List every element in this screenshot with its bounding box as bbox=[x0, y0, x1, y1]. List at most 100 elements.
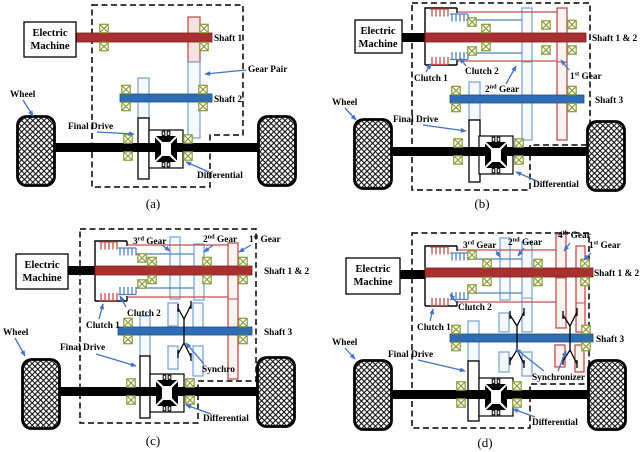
differential-label: Differential bbox=[533, 180, 579, 190]
gear2-arrow-icon bbox=[505, 65, 517, 85]
gear3-label: 3rd Gear bbox=[133, 236, 166, 248]
bearing-icon bbox=[198, 84, 208, 95]
final-drive-label: Final Drive bbox=[60, 343, 105, 353]
wheel-arrow-icon bbox=[22, 99, 34, 117]
shaft2-label: Shaft 2 bbox=[214, 95, 243, 105]
gear1-label: 1st Gear bbox=[249, 234, 281, 246]
bearing-icon bbox=[123, 334, 133, 345]
clutch1-label: Clutch 1 bbox=[417, 323, 451, 333]
clutch2-label: Clutch 2 bbox=[465, 67, 499, 77]
electric-machine-label: Electric bbox=[361, 26, 396, 37]
clutch2-arrow-icon bbox=[459, 57, 467, 67]
clutch2-plates-icon bbox=[117, 247, 137, 257]
motor-shaft bbox=[68, 266, 95, 275]
bearing-icon bbox=[183, 134, 193, 144]
axle-left bbox=[55, 143, 155, 152]
differential-label: Differential bbox=[197, 171, 243, 181]
third-gear bbox=[167, 236, 181, 370]
wheel-icon bbox=[21, 358, 61, 430]
synchronizer-fork-icon bbox=[509, 308, 525, 368]
gear1-arrow-icon bbox=[560, 59, 570, 71]
gear2-arrow-icon bbox=[517, 247, 525, 257]
panel-a: Electric Machine Shaft 1 Gear Pair Shaft… bbox=[10, 4, 297, 211]
bearing-icon bbox=[512, 398, 522, 408]
bearing-icon bbox=[199, 41, 209, 52]
bearing-icon bbox=[147, 256, 157, 267]
wheel-icon bbox=[16, 115, 56, 187]
gearbox-boundary bbox=[411, 232, 590, 429]
bearing-icon bbox=[199, 23, 209, 34]
bearing-icon bbox=[514, 155, 524, 165]
bearing-icon bbox=[123, 317, 133, 328]
electric-machine-box: Electric Machine bbox=[23, 21, 77, 58]
bearing-icon bbox=[481, 41, 491, 52]
bearing-icon bbox=[567, 102, 577, 113]
gear1-arrow-icon bbox=[238, 244, 252, 253]
bearing-icon bbox=[137, 253, 147, 263]
electric-machine-box: Electric Machine bbox=[354, 19, 403, 54]
electric-machine-label: Electric bbox=[25, 260, 60, 271]
final-drive-label: Final Drive bbox=[393, 115, 438, 125]
clutch1-plates-icon bbox=[429, 8, 449, 18]
gear2-label: 2nd Gear bbox=[508, 237, 542, 249]
axle-left bbox=[390, 390, 485, 399]
bearing-icon bbox=[451, 85, 461, 96]
panel-b: Electric Machine Shaft 1 & 2 Shaft 3 Clu… bbox=[332, 2, 638, 211]
gear1-label: 1st Gear bbox=[570, 71, 602, 83]
electric-machine-label: Electric bbox=[356, 264, 391, 275]
gear4-label: 4th Gear bbox=[558, 230, 591, 242]
bearing-icon bbox=[121, 84, 131, 95]
clutch1-plates-icon bbox=[429, 246, 449, 256]
final-drive-label: Final Drive bbox=[388, 350, 433, 360]
bearing-icon bbox=[123, 151, 133, 161]
caption-d: (d) bbox=[477, 435, 492, 450]
wheel-icon bbox=[353, 359, 393, 431]
axle-right bbox=[177, 143, 258, 152]
gear-pair-arrow-icon bbox=[204, 69, 247, 76]
wheel-label: Wheel bbox=[3, 328, 29, 338]
shaft-1-2 bbox=[424, 32, 587, 43]
bearing-icon bbox=[581, 341, 591, 352]
electric-machine-label: Machine bbox=[353, 277, 392, 288]
synchro-arrow-icon bbox=[185, 342, 205, 365]
clutch2-arrow-icon bbox=[119, 295, 127, 308]
electric-machine-label: Electric bbox=[33, 28, 68, 39]
shaft-3 bbox=[449, 333, 594, 343]
motor-shaft bbox=[400, 270, 425, 279]
wheel-icon bbox=[587, 359, 627, 431]
bearing-icon bbox=[202, 274, 212, 285]
bearing-icon bbox=[137, 279, 147, 289]
gearbox-boundary bbox=[411, 2, 591, 191]
wheel-icon bbox=[256, 356, 296, 428]
final-drive-label: Final Drive bbox=[68, 122, 113, 132]
bearing-icon bbox=[580, 276, 590, 287]
bearing-icon bbox=[126, 378, 136, 388]
gear2-arrow-icon bbox=[203, 244, 214, 253]
gearbox-boundary bbox=[79, 228, 257, 424]
wheel-label: Wheel bbox=[10, 90, 36, 100]
electric-machine-label: Machine bbox=[358, 39, 397, 50]
clutch-assembly bbox=[424, 7, 557, 66]
clutch2-plates-icon bbox=[449, 252, 469, 262]
bearing-icon bbox=[451, 341, 461, 352]
shaft1-label: Shaft 1 bbox=[214, 34, 243, 44]
bearing-icon bbox=[451, 324, 461, 335]
clutch-assembly bbox=[424, 245, 556, 307]
bearing-icon bbox=[567, 19, 577, 30]
final-drive-arrow-icon bbox=[417, 359, 466, 373]
shaft12-label: Shaft 1 & 2 bbox=[592, 34, 638, 44]
bearing-icon bbox=[482, 276, 492, 287]
differential-arrow-icon bbox=[515, 171, 538, 182]
bearing-icon bbox=[482, 258, 492, 269]
bearing-icon bbox=[481, 23, 491, 34]
shaft-2 bbox=[119, 93, 213, 103]
clutch2-plates-icon bbox=[449, 51, 469, 61]
axle-right bbox=[507, 147, 588, 156]
clutch2-plates-icon bbox=[449, 13, 469, 23]
electric-machine-label: Machine bbox=[22, 273, 61, 284]
electric-machine-box: Electric Machine bbox=[15, 253, 69, 290]
bearing-icon bbox=[121, 101, 131, 112]
bearing-icon bbox=[183, 151, 193, 161]
shaft-1-2 bbox=[94, 265, 253, 276]
